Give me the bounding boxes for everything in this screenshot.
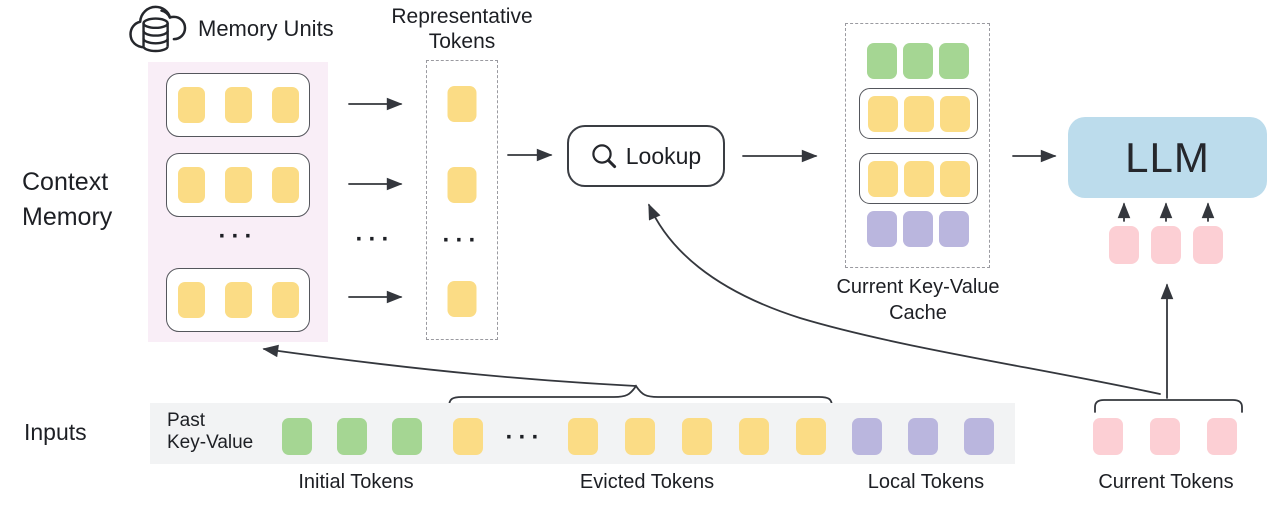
evicted-token [739, 418, 769, 455]
initial-token [866, 43, 897, 79]
current-tokens-group [1093, 418, 1237, 455]
past-key-value-label: Past Key-Value [167, 410, 254, 453]
context-memory-label: Context Memory [22, 168, 113, 231]
memory-unit-token [939, 160, 970, 197]
evicted-token [682, 418, 712, 455]
current-token [1093, 418, 1123, 455]
memory-unit-token [903, 95, 934, 132]
memory-units-label: Memory Units [198, 16, 334, 41]
evicted-token [796, 418, 826, 455]
initial-tokens-group [282, 418, 422, 455]
memory-unit [166, 268, 310, 332]
evicted-tokens-label: Evicted Tokens [579, 471, 715, 493]
evicted-token [453, 418, 483, 455]
initial-token [392, 418, 422, 455]
representative-tokens-box: ··· [426, 60, 498, 340]
initial-token [902, 43, 933, 79]
context-memory-panel: ··· [148, 62, 328, 342]
evicted-ellipsis: ··· [505, 424, 545, 451]
initial-token [337, 418, 367, 455]
memory-unit [166, 73, 310, 137]
arrows-ellipsis: ··· [355, 226, 395, 253]
representative-token [447, 86, 477, 122]
representative-ellipsis: ··· [442, 227, 482, 254]
magnifier-icon [592, 144, 616, 169]
memory-unit-token [224, 87, 252, 123]
local-tokens-group [852, 418, 994, 455]
local-token [902, 211, 933, 247]
current-token [1150, 418, 1180, 455]
current-token [1207, 418, 1237, 455]
initial-token [938, 43, 969, 79]
current-kv-cache-label: Current Key-Value Cache [836, 276, 1000, 324]
evicted-tokens-group [568, 418, 826, 455]
current-kv-cache-box [845, 23, 990, 268]
initial-token [282, 418, 312, 455]
arrow-evicted-to-context-memory [262, 344, 637, 387]
inputs-label: Inputs [24, 419, 87, 445]
memory-unit-token [867, 95, 898, 132]
evicted-token [568, 418, 598, 455]
cache-row-initial [846, 43, 989, 79]
memory-unit-token [271, 282, 299, 318]
memory-unit-token [177, 87, 205, 123]
memory-unit-token [224, 167, 252, 203]
initial-tokens-label: Initial Tokens [298, 471, 414, 493]
memory-unit-token [903, 160, 934, 197]
memory-unit-token [867, 160, 898, 197]
local-token [938, 211, 969, 247]
cloud-database-icon [129, 5, 187, 53]
cache-row-local [846, 211, 989, 247]
memory-unit-token [224, 282, 252, 318]
memory-unit-token [271, 167, 299, 203]
representative-tokens-label: Representative Tokens [391, 5, 533, 53]
current-token [1151, 226, 1181, 264]
local-token [964, 418, 994, 455]
llm-box: LLM [1068, 117, 1267, 198]
evicted-tokens-group [453, 418, 483, 455]
memory-unit-token [271, 87, 299, 123]
local-token [908, 418, 938, 455]
representative-token [447, 281, 477, 317]
evicted-token [625, 418, 655, 455]
memory-unit-token [177, 167, 205, 203]
memory-unit-token [939, 95, 970, 132]
cache-row-memory-unit [859, 88, 978, 139]
lookup-label: Lookup [625, 142, 702, 169]
representative-token [447, 167, 477, 203]
bracket-current-tokens [1094, 399, 1243, 413]
current-token [1193, 226, 1223, 264]
current-tokens-label: Current Tokens [1098, 471, 1234, 493]
memory-unit [166, 153, 310, 217]
local-tokens-label: Local Tokens [867, 471, 985, 493]
local-token [866, 211, 897, 247]
memory-ellipsis: ··· [218, 223, 258, 250]
local-token [852, 418, 882, 455]
current-token [1109, 226, 1139, 264]
memory-unit-token [177, 282, 205, 318]
llm-input-tokens [1109, 226, 1223, 264]
lookup-button: Lookup [567, 125, 725, 187]
cache-row-memory-unit [859, 153, 978, 204]
